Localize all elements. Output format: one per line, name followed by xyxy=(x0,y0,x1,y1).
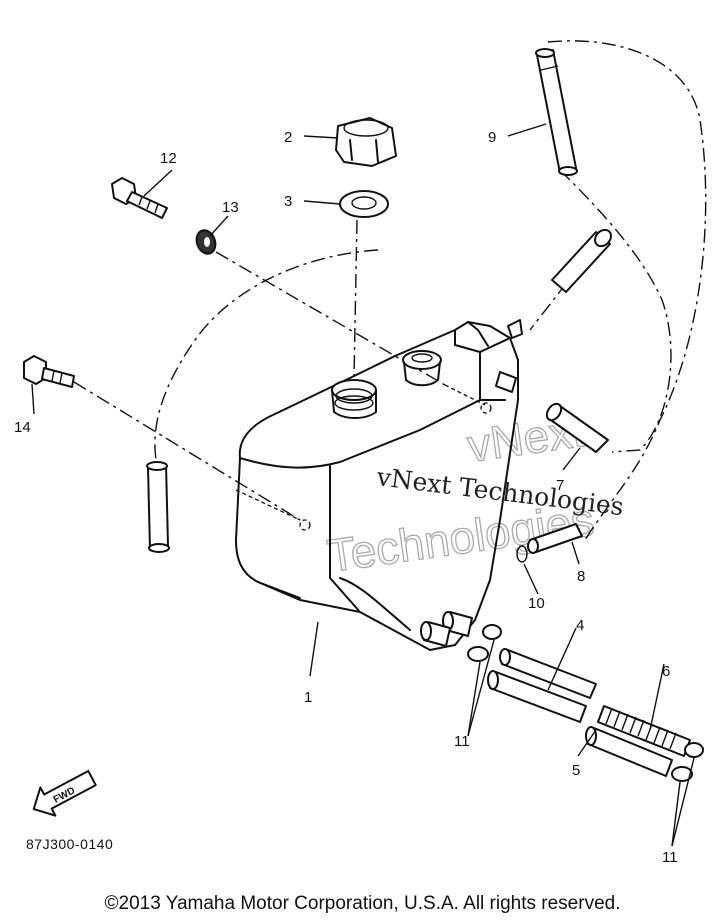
cap-axis-line xyxy=(353,219,358,379)
callout-numbers: 2 3 9 12 13 14 1 4 5 6 7 8 10 11 11 xyxy=(14,129,678,866)
leader-lines xyxy=(31,123,695,847)
callout-10: 10 xyxy=(528,595,545,612)
callout-3: 3 xyxy=(284,193,292,210)
part-6-spring xyxy=(597,705,691,757)
hose-routing-line-left xyxy=(154,249,379,466)
part-10-o-ring xyxy=(516,545,528,563)
part-14-bolt xyxy=(23,355,75,388)
part-3-washer xyxy=(339,190,389,218)
part-1-oil-tank xyxy=(235,319,523,651)
diagram-code: 87J300-0140 xyxy=(26,836,113,852)
bolt14-axis-line xyxy=(73,381,301,521)
part-8-pipe xyxy=(527,523,583,554)
part-hose-upper xyxy=(551,228,612,293)
callout-7: 7 xyxy=(556,477,564,494)
callout-6: 6 xyxy=(662,663,670,680)
part-13-collar xyxy=(195,229,217,255)
callout-2: 2 xyxy=(284,129,292,146)
part-12-bolt xyxy=(111,177,168,219)
callout-4: 4 xyxy=(576,617,584,634)
part-2-tank-cap xyxy=(335,117,397,167)
callout-12: 12 xyxy=(160,150,177,167)
callout-14: 14 xyxy=(14,419,31,436)
callout-1: 1 xyxy=(304,689,312,706)
callout-8: 8 xyxy=(577,568,585,585)
callout-13: 13 xyxy=(222,199,239,216)
copyright-notice: ©2013 Yamaha Motor Corporation, U.S.A. A… xyxy=(104,893,621,914)
part-hose-left xyxy=(146,461,170,553)
hose-routing-line-right xyxy=(547,40,707,541)
callout-5: 5 xyxy=(572,762,580,779)
part-7-hose xyxy=(545,402,609,453)
callout-9: 9 xyxy=(488,129,496,146)
fwd-arrow-icon: FWD xyxy=(32,769,97,817)
hose-routing-line-middle xyxy=(559,169,672,453)
part-11-clips xyxy=(467,624,704,782)
part-4-hose xyxy=(487,648,597,723)
part-9-hose xyxy=(535,48,578,176)
callout-11-left: 11 xyxy=(454,733,470,750)
callout-11-right: 11 xyxy=(662,849,678,866)
